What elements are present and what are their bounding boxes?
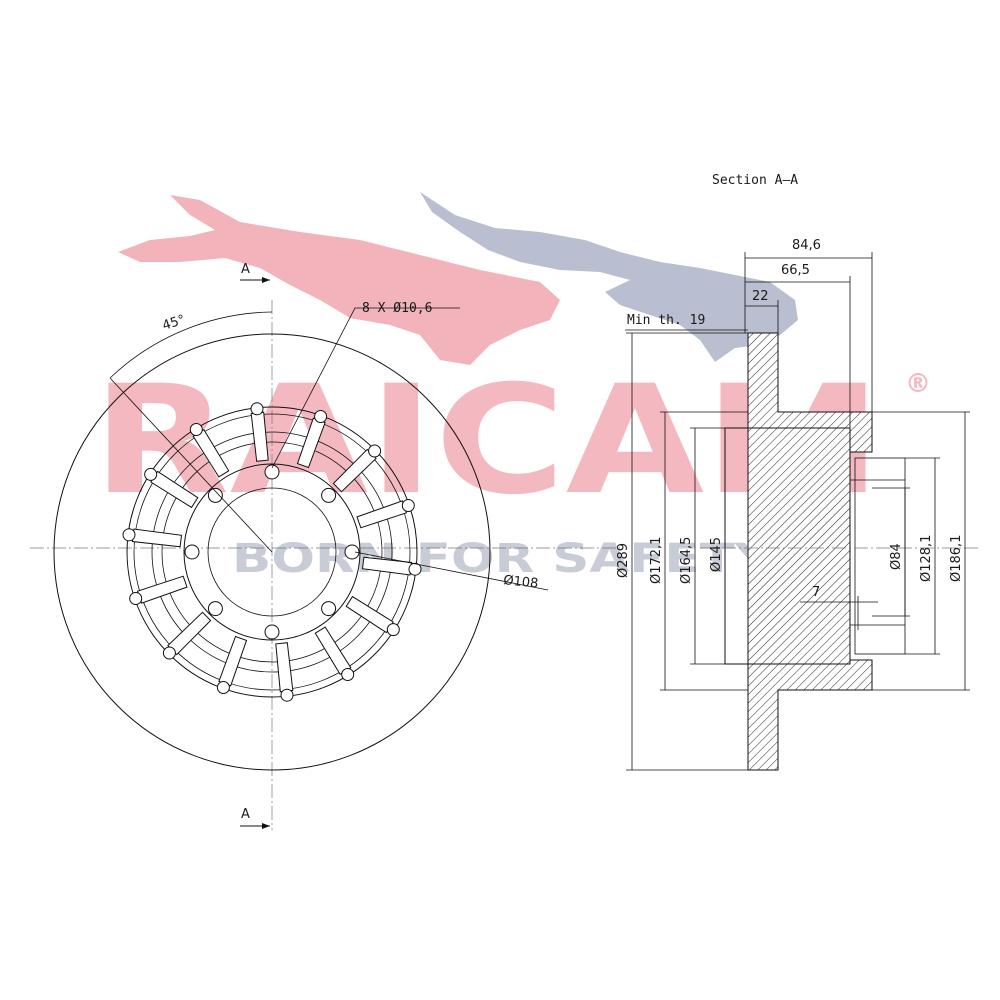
section-view: Section A–A 84,6 66,5 22 Min th. [616,173,980,771]
vent-rib [296,410,328,469]
cat-front-icon [118,195,560,365]
slogan-watermark-text: BORN FOR SAFETY [232,536,773,582]
cat-rear-icon [420,192,798,362]
front-view: 45° 8 X Ø10,6 Ø108 A A [30,262,620,830]
vent-rib [332,444,382,493]
angle-leader [109,377,273,553]
section-body [747,332,873,771]
angle-label: 45° [161,312,188,333]
pcd-label: Ø108 [503,573,539,592]
holes-label: 8 X Ø10,6 [362,301,432,316]
vent-rib [144,467,199,509]
dia-289: Ø289 [616,332,748,771]
svg-text:66,5: 66,5 [781,263,810,278]
vent-rib [189,423,230,478]
dim-22: 22 [745,289,779,333]
hub-outer [183,463,361,641]
registered-mark: ® [905,369,931,399]
angle-arc [109,311,273,379]
svg-text:Min th. 19: Min th. 19 [627,313,705,328]
svg-text:Ø164,5: Ø164,5 [679,537,694,584]
bolt-hole [264,624,280,640]
bolt-hole [344,544,360,560]
vent-rib [314,626,355,681]
svg-text:Ø186,1: Ø186,1 [949,535,964,582]
svg-text:Ø128,1: Ø128,1 [919,535,934,582]
section-mark-top: A [240,262,270,283]
bolt-hole [207,487,223,503]
dim-84-6: 84,6 [744,238,873,412]
min-thickness: Min th. 19 [625,313,748,331]
vent-rib [361,556,422,576]
dim-66-5: 66,5 [745,263,851,428]
vent-rib [275,642,294,702]
dia-145: Ø145 [709,436,726,656]
dia-186: Ø186,1 [872,411,970,691]
vent-rib [250,402,269,462]
vent-ribs [122,402,422,702]
svg-text:A: A [241,807,250,822]
section-title: Section A–A [712,173,798,188]
disc-outer-edge [53,333,491,771]
vent-rib [162,611,212,660]
vent-rib [345,595,400,637]
vent-rib [356,499,415,529]
svg-text:7: 7 [812,585,820,600]
holes-leader [271,307,460,469]
pcd-leader [354,551,549,591]
dia-164: Ø164,5 [679,427,725,665]
section-mark-bottom: A [240,807,270,829]
vent-rib [216,635,248,694]
vent-rib [129,575,188,605]
vent-ring-3 [151,431,393,673]
svg-text:Ø84: Ø84 [889,543,904,570]
svg-text:Ø172,1: Ø172,1 [649,537,664,584]
vent-ring-2 [133,413,411,691]
bolt-hole [184,544,200,560]
dia-128: Ø128,1 [905,457,940,655]
svg-text:Ø289: Ø289 [616,543,631,578]
vent-rib [122,528,183,548]
bolt-hole [321,601,337,617]
svg-text:22: 22 [752,289,769,304]
dia-84: Ø84 [872,487,910,617]
vent-ring-outer [126,406,418,698]
bolt-hole [207,601,223,617]
bolt-hole [321,487,337,503]
svg-text:A: A [241,262,250,277]
dim-7: 7 [800,585,878,630]
center-bore [207,487,337,617]
svg-text:84,6: 84,6 [792,238,821,253]
svg-text:Ø145: Ø145 [709,537,724,572]
bolt-holes [184,464,360,640]
bolt-hole [264,464,280,480]
dia-172: Ø172,1 [649,411,748,691]
vent-ring-4 [161,441,383,663]
